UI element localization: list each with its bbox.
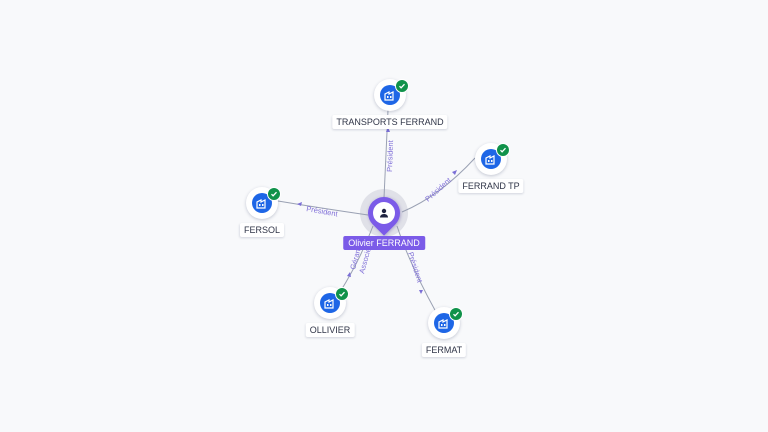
company-label: FERSOL bbox=[239, 223, 285, 237]
person-name-label: Olivier FERRAND bbox=[343, 236, 425, 250]
verified-check-icon bbox=[496, 143, 510, 157]
company-building-icon bbox=[252, 193, 272, 213]
verified-check-icon bbox=[395, 79, 409, 93]
edge-label-fermat: Président bbox=[406, 251, 425, 285]
company-label: FERRAND TP bbox=[458, 179, 524, 193]
verified-check-icon bbox=[267, 187, 281, 201]
company-label: FERMAT bbox=[421, 343, 467, 357]
edge-label-fersol: Président bbox=[306, 204, 340, 219]
company-building-icon bbox=[380, 85, 400, 105]
company-label: TRANSPORTS FERRAND bbox=[332, 115, 448, 129]
edge-label-transports-ferrand: Président bbox=[385, 139, 395, 172]
company-building-icon bbox=[481, 149, 501, 169]
company-building-icon bbox=[320, 293, 340, 313]
company-label: OLLIVIER bbox=[305, 323, 355, 337]
verified-check-icon bbox=[335, 287, 349, 301]
edge-label-ferrand-tp: Président bbox=[423, 175, 453, 204]
verified-check-icon bbox=[449, 307, 463, 321]
person-icon bbox=[373, 202, 395, 224]
company-building-icon bbox=[434, 313, 454, 333]
